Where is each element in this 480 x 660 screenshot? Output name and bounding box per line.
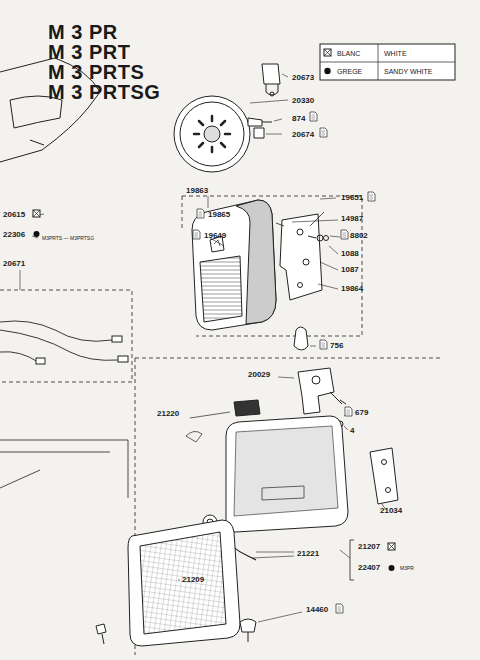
callout-number: 19864 <box>341 285 363 293</box>
callout-number: 20673 <box>292 74 314 82</box>
callout-number: 21221 <box>297 550 319 558</box>
callout-number: 21209 <box>182 576 204 584</box>
model-title: M 3 PRT <box>48 42 130 62</box>
legend-text: BLANC <box>337 50 360 57</box>
callout-number: 20671 <box>3 260 25 268</box>
callout-number: 19651 <box>341 194 363 202</box>
callout-number: 14460 <box>306 606 328 614</box>
callout-number: 20029 <box>248 371 270 379</box>
callout-number: 22306 <box>3 231 25 239</box>
callout-number: 20330 <box>292 97 314 105</box>
model-note: M3PRTS — M3PRTSG <box>42 236 94 241</box>
callout-number: 19649 <box>204 232 226 240</box>
callout-number: 756 <box>330 342 343 350</box>
callout-number: 874 <box>292 115 305 123</box>
callout-number: 20674 <box>292 131 314 139</box>
callout-number: 679 <box>355 409 368 417</box>
model-note: M3PR <box>400 566 414 571</box>
callout-number: 8802 <box>350 232 368 240</box>
callout-number: 14987 <box>341 215 363 223</box>
legend-text: GREGE <box>337 68 362 75</box>
callout-number: 1087 <box>341 266 359 274</box>
callout-number: 21220 <box>157 410 179 418</box>
callout-number: 1088 <box>341 250 359 258</box>
legend-translation: WHITE <box>384 50 407 57</box>
model-title: M 3 PRTS <box>48 62 144 82</box>
callout-number: 4 <box>350 427 354 435</box>
callout-number: 20615 <box>3 211 25 219</box>
model-title: M 3 PR <box>48 22 118 42</box>
callout-number: 19863 <box>186 187 208 195</box>
legend-translation: SANDY WHITE <box>384 68 433 75</box>
callout-number: 21207 <box>358 543 380 551</box>
callout-number: 21034 <box>380 507 402 515</box>
callout-number: 22407 <box>358 564 380 572</box>
model-title: M 3 PRTSG <box>48 82 160 102</box>
callout-number: 19865 <box>208 211 230 219</box>
